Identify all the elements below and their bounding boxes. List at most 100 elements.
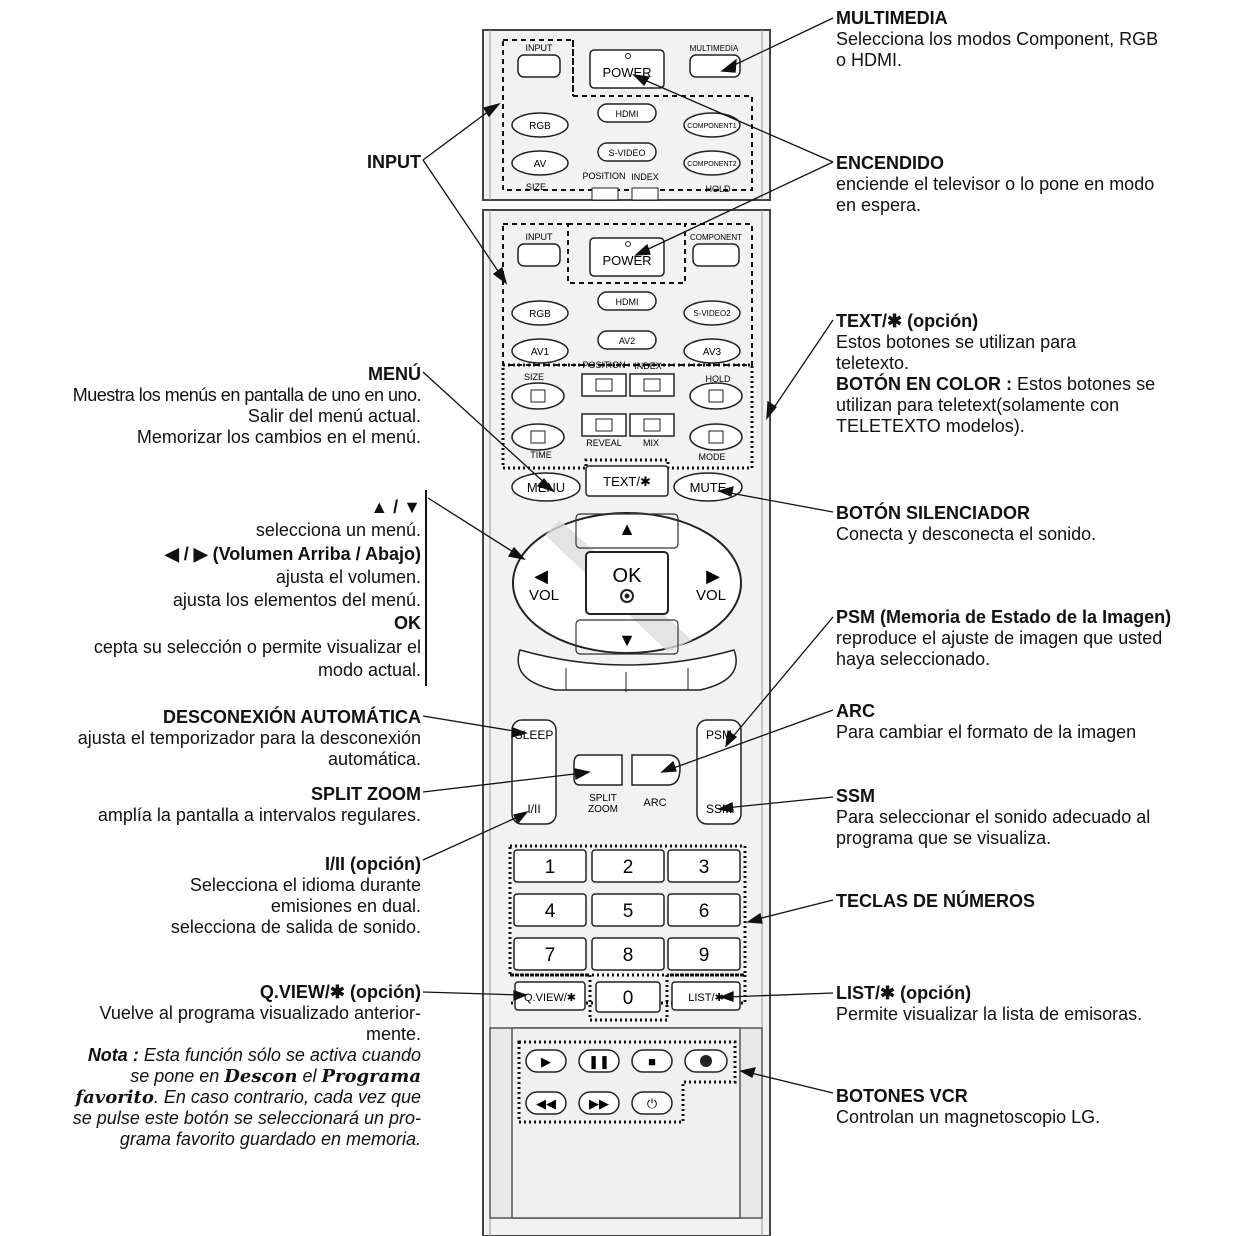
time-button[interactable]: [511, 423, 565, 451]
top-hdmi-button[interactable]: [597, 103, 657, 123]
nav-title-2: ◀ / ▶ (Volumen Arriba / Abajo): [164, 543, 421, 564]
input-label: INPUT: [526, 232, 554, 242]
split-desc-1: amplía la pantalla a intervalos regulare…: [97, 805, 421, 825]
psm-desc-1: reproduce el ajuste de imagen que usted: [836, 628, 1163, 648]
top-rgb-button[interactable]: [511, 112, 569, 138]
color-buttons-bar[interactable]: [517, 649, 737, 691]
rgb-button[interactable]: [511, 300, 569, 326]
arc-button[interactable]: [631, 754, 681, 786]
vcr-power-button[interactable]: [631, 1091, 673, 1115]
number-6-button[interactable]: [667, 893, 741, 927]
nav-title-3: OK: [394, 613, 421, 634]
input-annotation: INPUT: [367, 152, 421, 173]
number-7-button[interactable]: [513, 937, 587, 971]
iii-label: I/II: [527, 802, 540, 816]
top-av-button[interactable]: [511, 150, 569, 176]
hold-button[interactable]: [689, 382, 743, 410]
number-2-label: 2: [623, 857, 634, 878]
number-3-label: 3: [699, 857, 710, 878]
top-av-label: AV: [534, 159, 547, 170]
mute-annotation: BOTÓN SILENCIADOR Conecta y desconecta e…: [836, 503, 1096, 545]
mix-button[interactable]: [629, 413, 675, 437]
top-component2-button[interactable]: [683, 150, 741, 176]
nav-annotation: ▲ / ▼ selecciona un menú. ◀ / ▶ (Volumen…: [94, 496, 421, 682]
number-5-button[interactable]: [591, 893, 665, 927]
split-annotation: SPLIT ZOOM amplía la pantalla a interval…: [98, 784, 421, 826]
av1-label: AV1: [531, 347, 550, 358]
forward-button[interactable]: [578, 1091, 620, 1115]
sleep-iii-rocker[interactable]: [511, 719, 557, 825]
color-title: BOTÓN EN COLOR :: [836, 374, 1012, 394]
number-4-button[interactable]: [513, 893, 587, 927]
number-8-button[interactable]: [591, 937, 665, 971]
iii-annotation: I/II (opción) Selecciona el idioma duran…: [171, 854, 421, 938]
component-button[interactable]: [692, 243, 740, 267]
nav-desc-5: modo actual.: [317, 660, 421, 681]
reveal-button[interactable]: [581, 413, 627, 437]
number-5-label: 5: [623, 901, 634, 922]
ssm-title: SSM: [836, 786, 876, 806]
qview-note-3a: favorito: [75, 1087, 154, 1108]
encendido-desc-2: en espera.: [836, 195, 922, 215]
input-button[interactable]: [517, 243, 561, 267]
encendido-annotation: ENCENDIDO enciende el televisor o lo pon…: [836, 153, 1154, 216]
top-component1-button[interactable]: [683, 112, 741, 138]
svideo2-label: S-VIDEO2: [693, 309, 731, 318]
svideo2-button[interactable]: [683, 300, 741, 326]
qview-desc-1: Vuelve al programa visualizado anterior-: [99, 1003, 422, 1023]
number-1-button[interactable]: [513, 849, 587, 883]
reveal-label: REVEAL: [586, 438, 622, 448]
down-arrow-icon: ▼: [618, 630, 636, 650]
play-button[interactable]: [525, 1049, 567, 1073]
number-3-button[interactable]: [667, 849, 741, 883]
number-2-button[interactable]: [591, 849, 665, 883]
zero-label: 0: [623, 988, 634, 1009]
top-component1-label: COMPONENT1: [687, 123, 737, 130]
ok-button[interactable]: [585, 551, 669, 615]
qview-note-1: Esta función sólo se activa cuando: [138, 1045, 421, 1065]
pause-icon: ❚❚: [588, 1054, 610, 1070]
up-button[interactable]: [575, 513, 679, 549]
mute-label: MUTE: [690, 480, 727, 495]
rewind-icon: ◀◀: [536, 1096, 556, 1111]
rewind-button[interactable]: [525, 1091, 567, 1115]
position-button[interactable]: [581, 373, 627, 397]
multimedia-desc-2: o HDMI.: [836, 50, 903, 70]
encendido-title: ENCENDIDO: [836, 153, 945, 173]
right-arrow-icon[interactable]: ▶: [706, 566, 720, 586]
pause-button[interactable]: [578, 1049, 620, 1073]
qview-note-label: Nota :: [87, 1045, 139, 1065]
ssm-desc-1: Para seleccionar el sonido adecuado al: [836, 807, 1151, 827]
sleep-title: DESCONEXIÓN AUTOMÁTICA: [162, 707, 421, 727]
av2-button[interactable]: [597, 330, 657, 350]
zero-button[interactable]: [595, 981, 661, 1013]
av3-button[interactable]: [683, 338, 741, 364]
number-9-button[interactable]: [667, 937, 741, 971]
number-6-label: 6: [699, 901, 710, 922]
mix-label: MIX: [643, 438, 659, 448]
size-label: SIZE: [524, 372, 544, 382]
av2-label: AV2: [619, 336, 635, 346]
psm-ssm-rocker[interactable]: [696, 719, 742, 825]
index-button[interactable]: [629, 373, 675, 397]
split-title: SPLIT ZOOM: [311, 784, 421, 804]
mode-button[interactable]: [689, 423, 743, 451]
top-input-button[interactable]: [517, 54, 561, 78]
size-button[interactable]: [511, 382, 565, 410]
down-button[interactable]: [575, 619, 679, 655]
arc-title: ARC: [836, 701, 875, 721]
color-desc-3: TELETEXTO modelos).: [836, 416, 1025, 436]
left-arrow-icon[interactable]: ◀: [534, 566, 548, 586]
top-svideo-button[interactable]: [597, 142, 657, 162]
split-zoom-button[interactable]: [573, 754, 623, 786]
text-button[interactable]: [585, 465, 669, 497]
list-desc-1: Permite visualizar la lista de emisoras.: [836, 1004, 1143, 1024]
vcr-title: BOTONES VCR: [836, 1086, 968, 1106]
stop-button[interactable]: [631, 1049, 673, 1073]
hdmi-button[interactable]: [597, 291, 657, 311]
text-title: TEXT/✱ (opción): [836, 311, 979, 331]
av1-button[interactable]: [511, 338, 569, 364]
stop-icon: ■: [648, 1054, 656, 1069]
top-position-label: POSITION: [582, 171, 625, 181]
